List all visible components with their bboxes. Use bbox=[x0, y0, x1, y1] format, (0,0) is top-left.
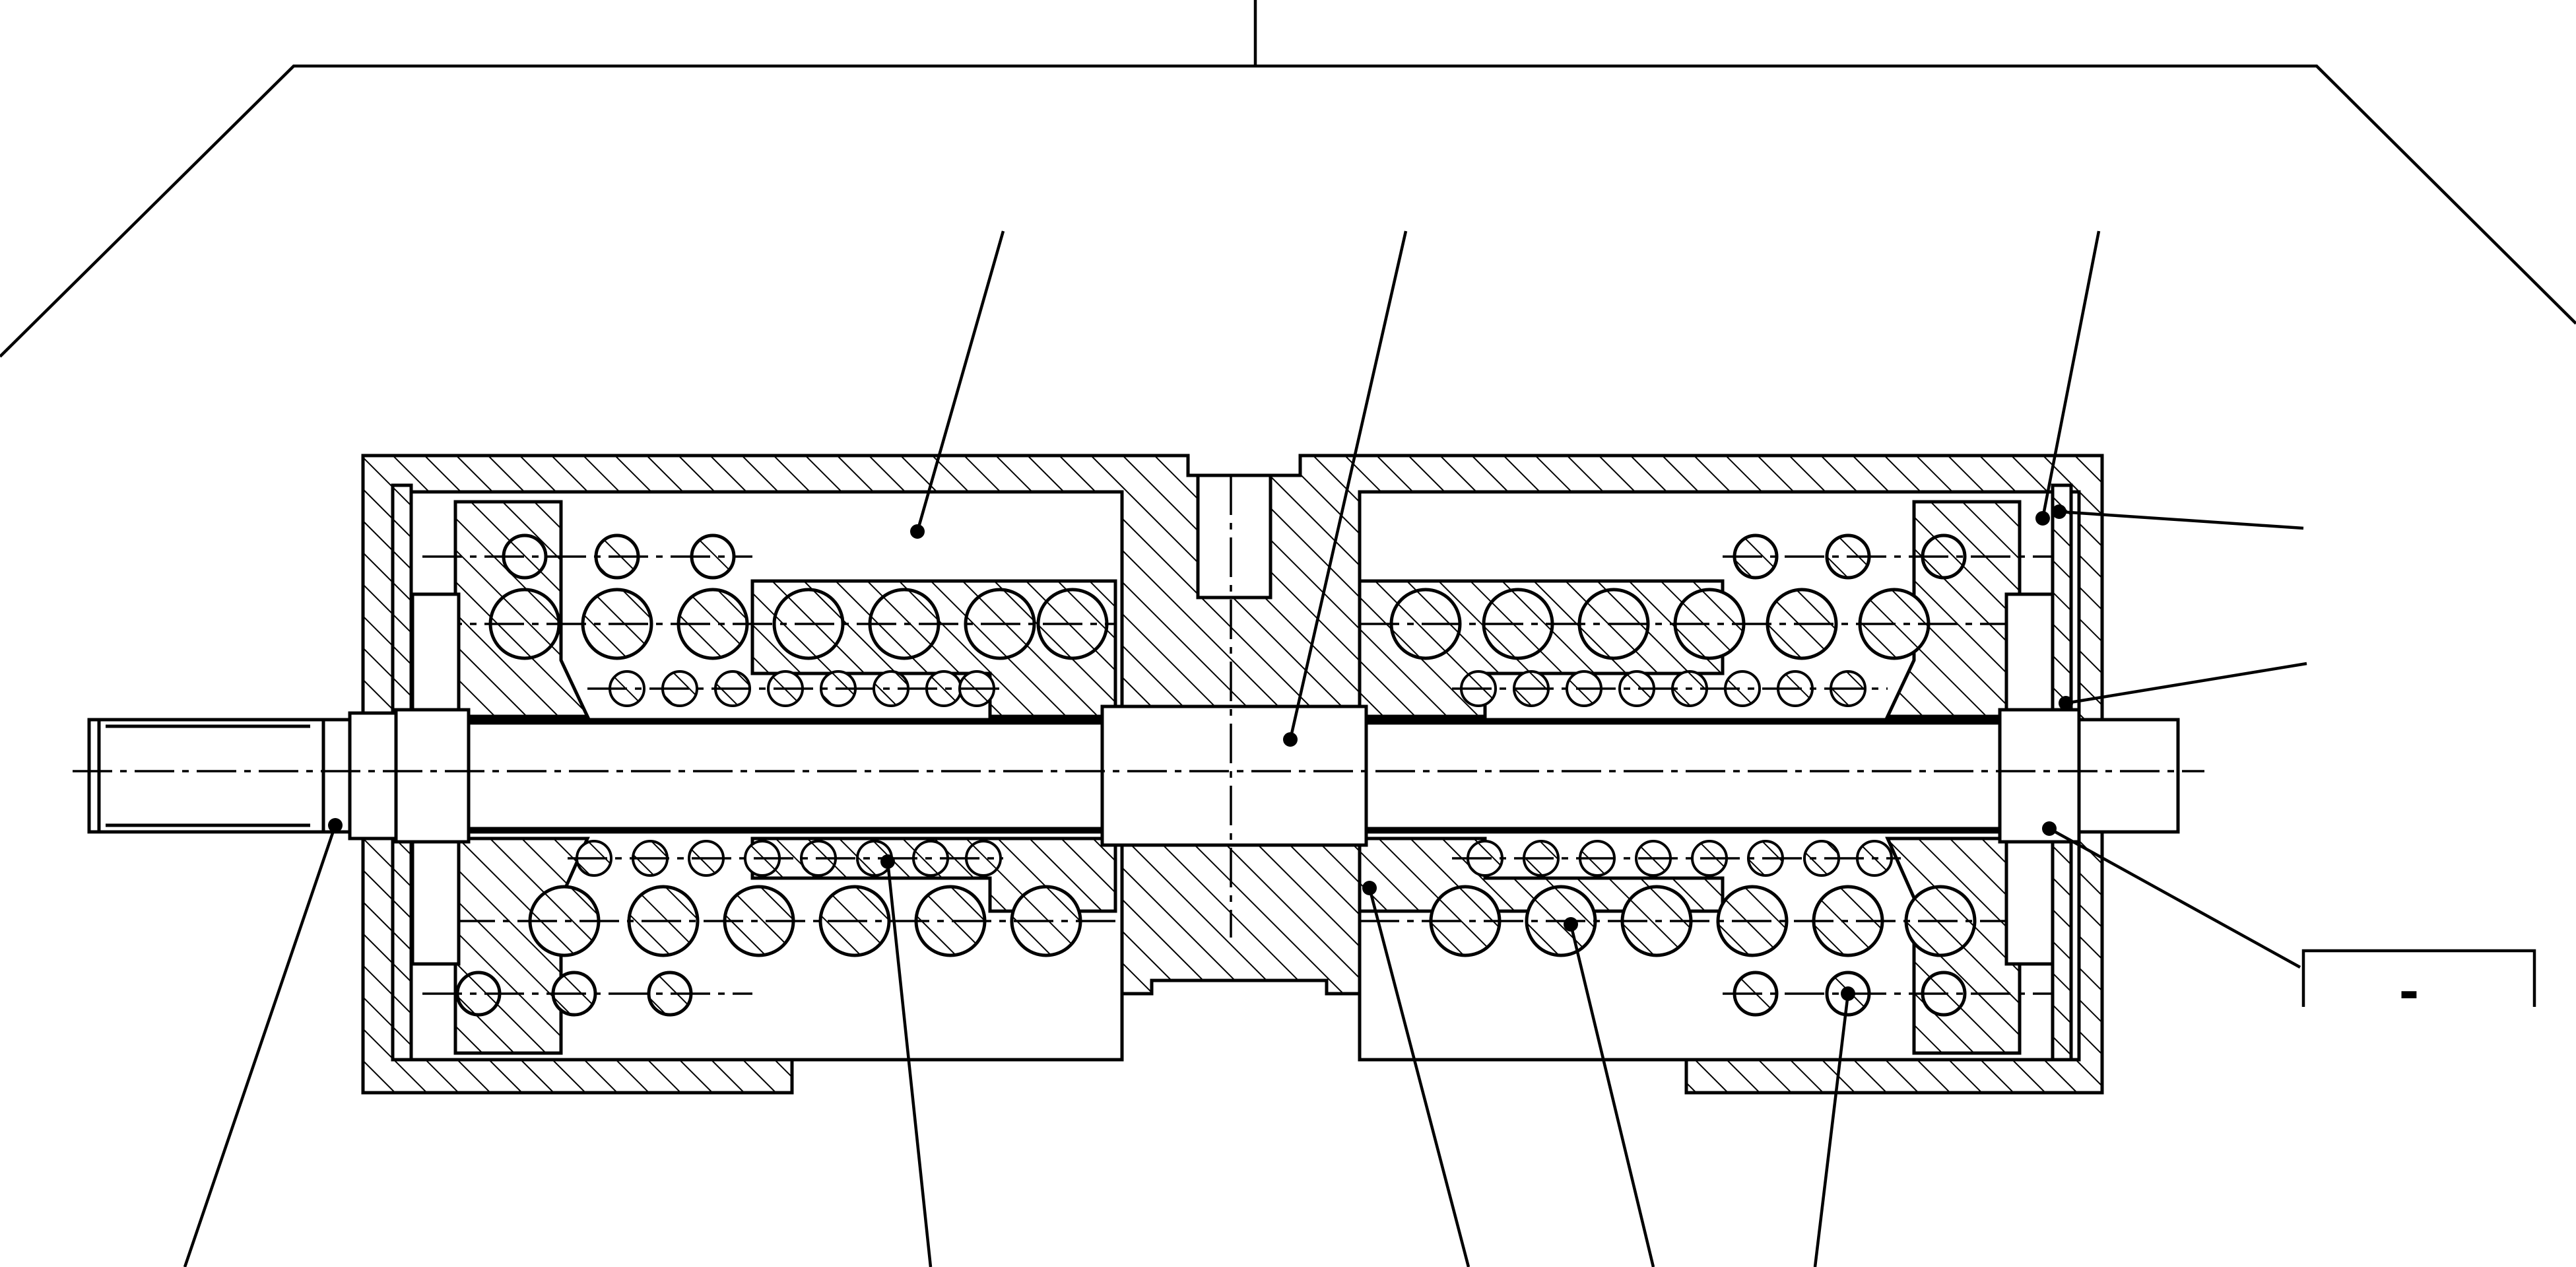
callout-label: - bbox=[2399, 957, 2419, 1023]
callout-box: - bbox=[2301, 949, 2536, 1023]
spring-axes bbox=[422, 555, 2053, 995]
top-bracket bbox=[0, 0, 2576, 358]
top-port bbox=[1196, 473, 1272, 599]
right-inner-springs bbox=[1460, 670, 1893, 877]
leaders-top bbox=[910, 230, 2101, 747]
thread-marks bbox=[97, 720, 310, 832]
center-lines bbox=[73, 475, 2204, 938]
leaders-right bbox=[2042, 504, 2307, 969]
leaders-bottom bbox=[183, 818, 1855, 1267]
spool-shaft bbox=[87, 704, 2180, 847]
